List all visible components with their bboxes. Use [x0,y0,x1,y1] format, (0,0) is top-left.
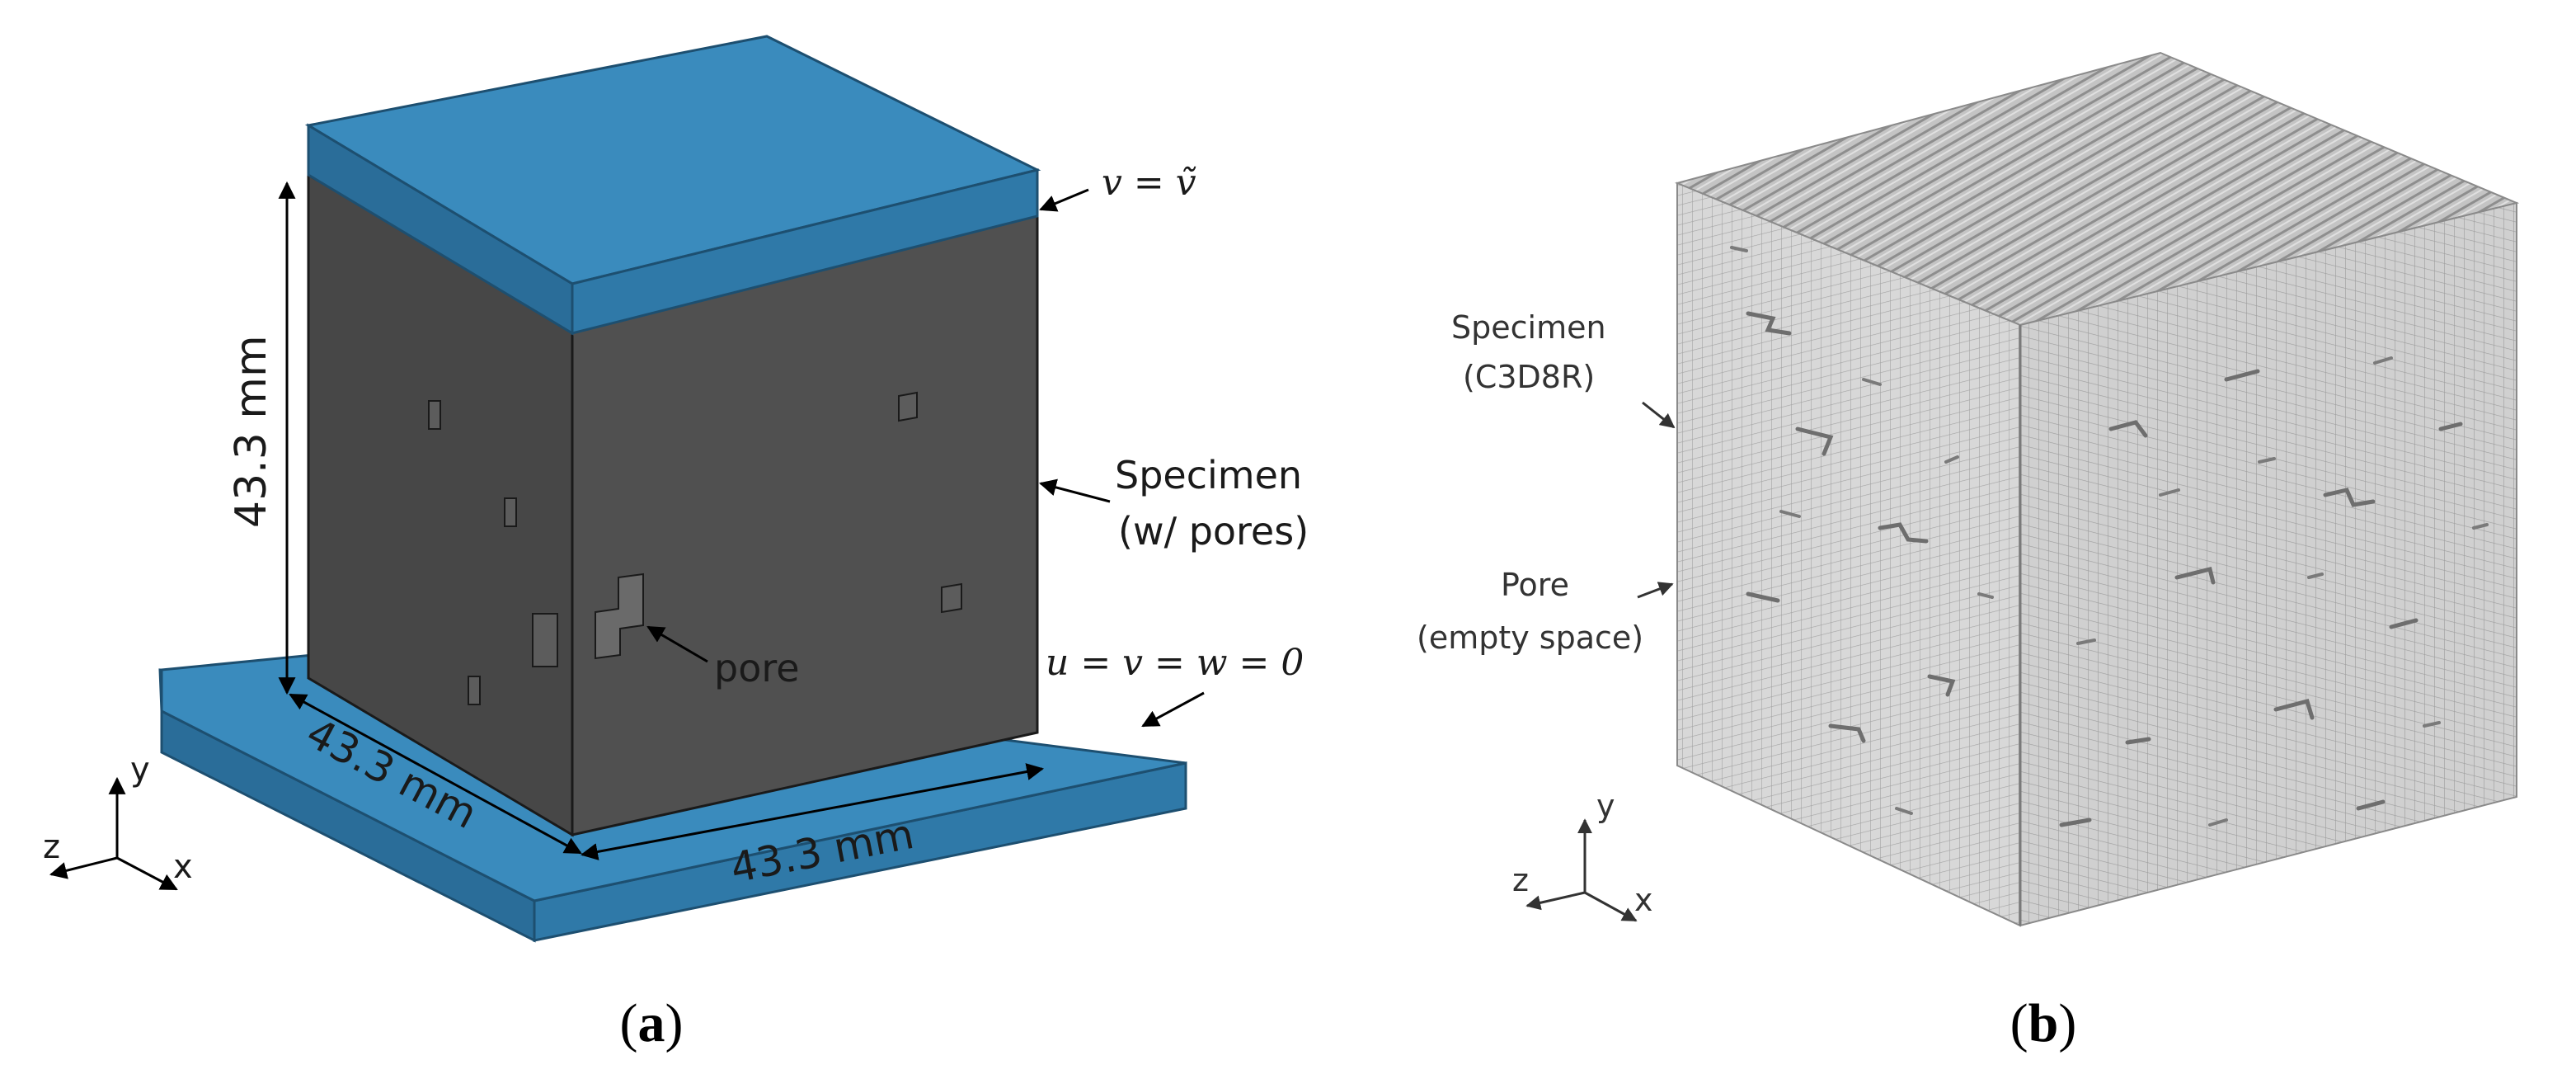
pore-mark [428,400,441,430]
mesh-cube [1674,51,2520,927]
caption-a: (a) [620,993,684,1053]
pore-mark [504,497,517,527]
panel-b: Specimen (C3D8R) Pore (empty space) y z … [1417,51,2520,1053]
caption-b: (b) [2010,993,2077,1053]
axis-z-label-a: z [43,828,60,866]
top-plate-front-face [571,168,1039,335]
pore-label-b-2: (empty space) [1417,620,1643,656]
specimen-label-a-1: Specimen [1115,453,1302,497]
specimen-label-a-2: (w/ pores) [1118,509,1309,554]
mesh-right-face [2019,201,2517,927]
bc-bottom-arrow [1141,691,1205,728]
pore-label-a: pore [714,646,800,690]
dim-depth-arrow [289,693,582,855]
bc-bottom-label: u = v = w = 0 [1046,642,1304,684]
axis-x-label-b: x [1634,882,1653,918]
pore-clusters [1746,311,2463,827]
axis-z-label-b: z [1512,862,1529,898]
axis-y-label-a: y [130,751,150,789]
pore-arrow [646,625,708,663]
panel-a: 43.3 mm 43.3 mm 43.3 mm v = ṽ Specimen (… [43,35,1309,1053]
specimen-label-b-1: Specimen [1451,309,1606,346]
bc-top-label: v = ṽ [1102,162,1196,204]
axis-x-label-a: x [173,848,193,886]
bc-top-arrow [1039,188,1089,212]
dim-width-arrow [580,763,1045,860]
pore-clusters-2 [1730,246,2489,827]
pore-mark [532,613,558,667]
axes-triad-a: y z x [43,751,193,891]
pore-mark [898,391,918,422]
specimen-label-b-2: (C3D8R) [1463,359,1595,395]
pore-mark [468,676,481,705]
axis-y-label-b: y [1596,788,1615,824]
dim-vertical-label: 43.3 mm [227,335,276,528]
pore-label-b-1: Pore [1501,567,1569,603]
specimen-arrow-a [1038,478,1111,503]
axes-triad-b: y z x [1512,788,1653,922]
top-plate [304,35,1041,336]
pore-arrow-b [1637,582,1674,599]
pore-main [595,572,644,660]
specimen-arrow-b [1642,401,1676,429]
pore-mark [941,582,962,614]
